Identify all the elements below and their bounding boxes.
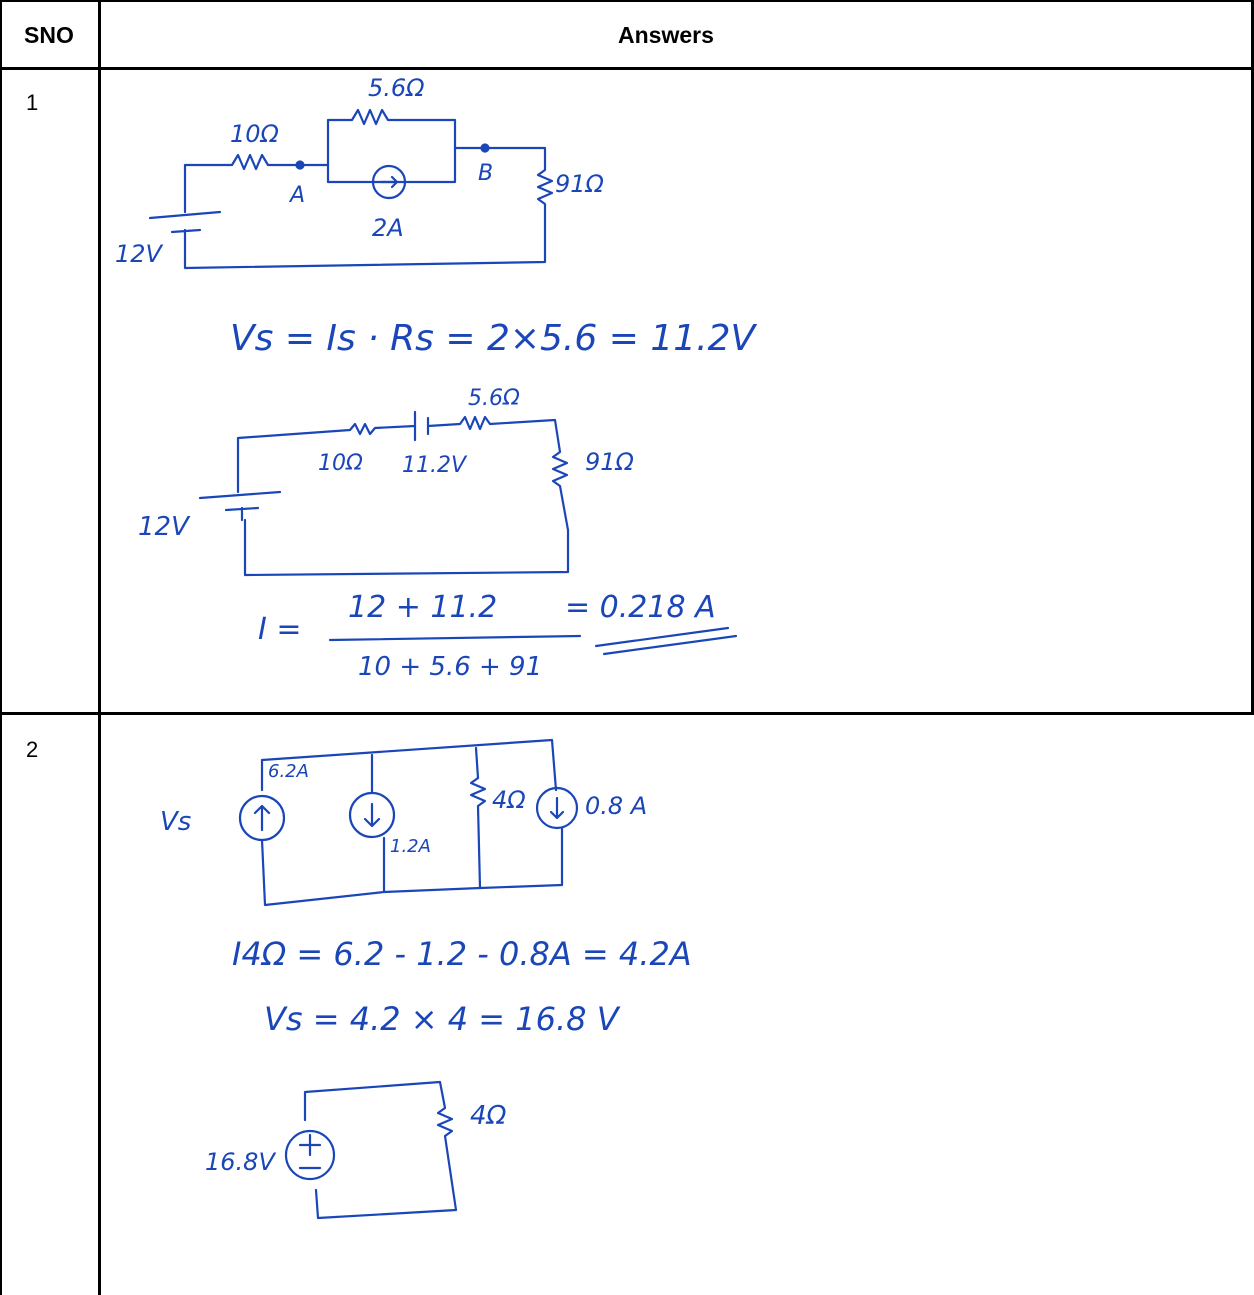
row-divider xyxy=(0,712,1254,715)
c2-source-label: 12V xyxy=(138,512,191,542)
c2-vsrc-label: 11.2V xyxy=(402,453,468,478)
i2-label: 1.2A xyxy=(390,836,431,857)
row-1-current-lhs: I = xyxy=(258,612,302,647)
row-1-current-numerator: 12 + 11.2 xyxy=(348,590,498,625)
column-divider xyxy=(98,0,101,1295)
r-label: 4Ω xyxy=(492,786,526,814)
c2b-source-label: 16.8V xyxy=(205,1148,276,1176)
row-1-equation-1: Vs = Is · Rs = 2×5.6 = 11.2V xyxy=(230,318,756,359)
row-2-equation-1: I4Ω = 6.2 - 1.2 - 0.8A = 4.2A xyxy=(232,935,692,973)
c2-r1-label: 10Ω xyxy=(318,451,363,476)
i3-label: 0.8 A xyxy=(585,792,647,820)
vs-label: Vs xyxy=(160,807,191,837)
r1-label: 10Ω xyxy=(230,120,280,148)
row-1-current-result: = 0.218 A xyxy=(565,590,716,625)
c2-r2-label: 5.6Ω xyxy=(468,386,520,411)
c2b-r-label: 4Ω xyxy=(470,1101,507,1131)
row-2-equation-2: Vs = 4.2 × 4 = 16.8 V xyxy=(264,1000,619,1038)
table-border-top xyxy=(0,0,1254,2)
r3-label: 91Ω xyxy=(555,170,605,198)
header-sno: SNO xyxy=(24,22,74,48)
node-b-label: B xyxy=(478,161,493,186)
c2-r3-label: 91Ω xyxy=(585,448,635,476)
table-border-right xyxy=(1251,0,1254,715)
header-row-divider xyxy=(0,67,1254,70)
header-answers: Answers xyxy=(618,22,714,48)
row-2-sno: 2 xyxy=(26,737,39,762)
row-1-sno: 1 xyxy=(26,90,39,115)
source-label: 12V xyxy=(115,240,164,268)
row-1-current-denominator: 10 + 5.6 + 91 xyxy=(358,652,543,682)
r2-label: 5.6Ω xyxy=(368,74,425,102)
current-source-label: 2A xyxy=(372,214,404,242)
table-border-left xyxy=(0,0,2,1295)
i1-label: 6.2A xyxy=(268,761,309,782)
node-a-label: A xyxy=(288,183,305,208)
